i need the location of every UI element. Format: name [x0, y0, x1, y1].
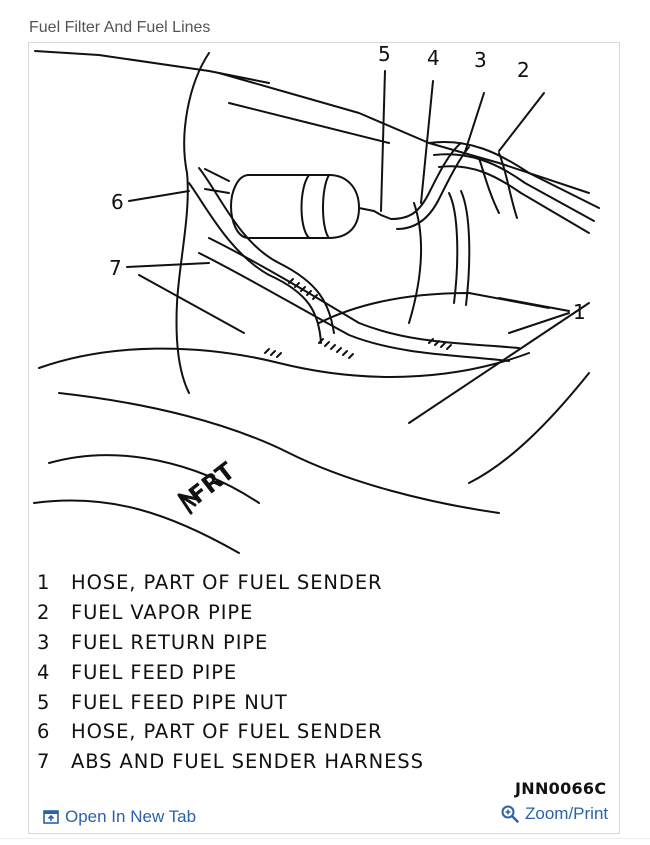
diagram-code: JNN0066C: [515, 779, 607, 798]
callout-3: 3: [474, 48, 487, 72]
open-in-new-tab-label: Open In New Tab: [65, 807, 197, 826]
open-in-new-tab-link[interactable]: Open In New Tab: [43, 807, 196, 827]
divider: [0, 838, 650, 839]
callout-1: 1: [573, 300, 586, 324]
callout-2: 2: [517, 58, 530, 82]
page-title: Fuel Filter And Fuel Lines: [29, 19, 211, 36]
callout-6: 6: [111, 190, 124, 214]
callout-5: 5: [378, 43, 391, 66]
open-tab-icon: [43, 810, 59, 824]
callout-4: 4: [427, 46, 440, 70]
zoom-print-link[interactable]: Zoom/Print: [501, 804, 608, 824]
fuel-line-diagram: 1 2 3 4 5 6 7 FRT: [33, 43, 600, 554]
zoom-print-label: Zoom/Print: [525, 804, 609, 823]
callout-7: 7: [109, 256, 122, 280]
magnifier-icon: [501, 805, 519, 823]
